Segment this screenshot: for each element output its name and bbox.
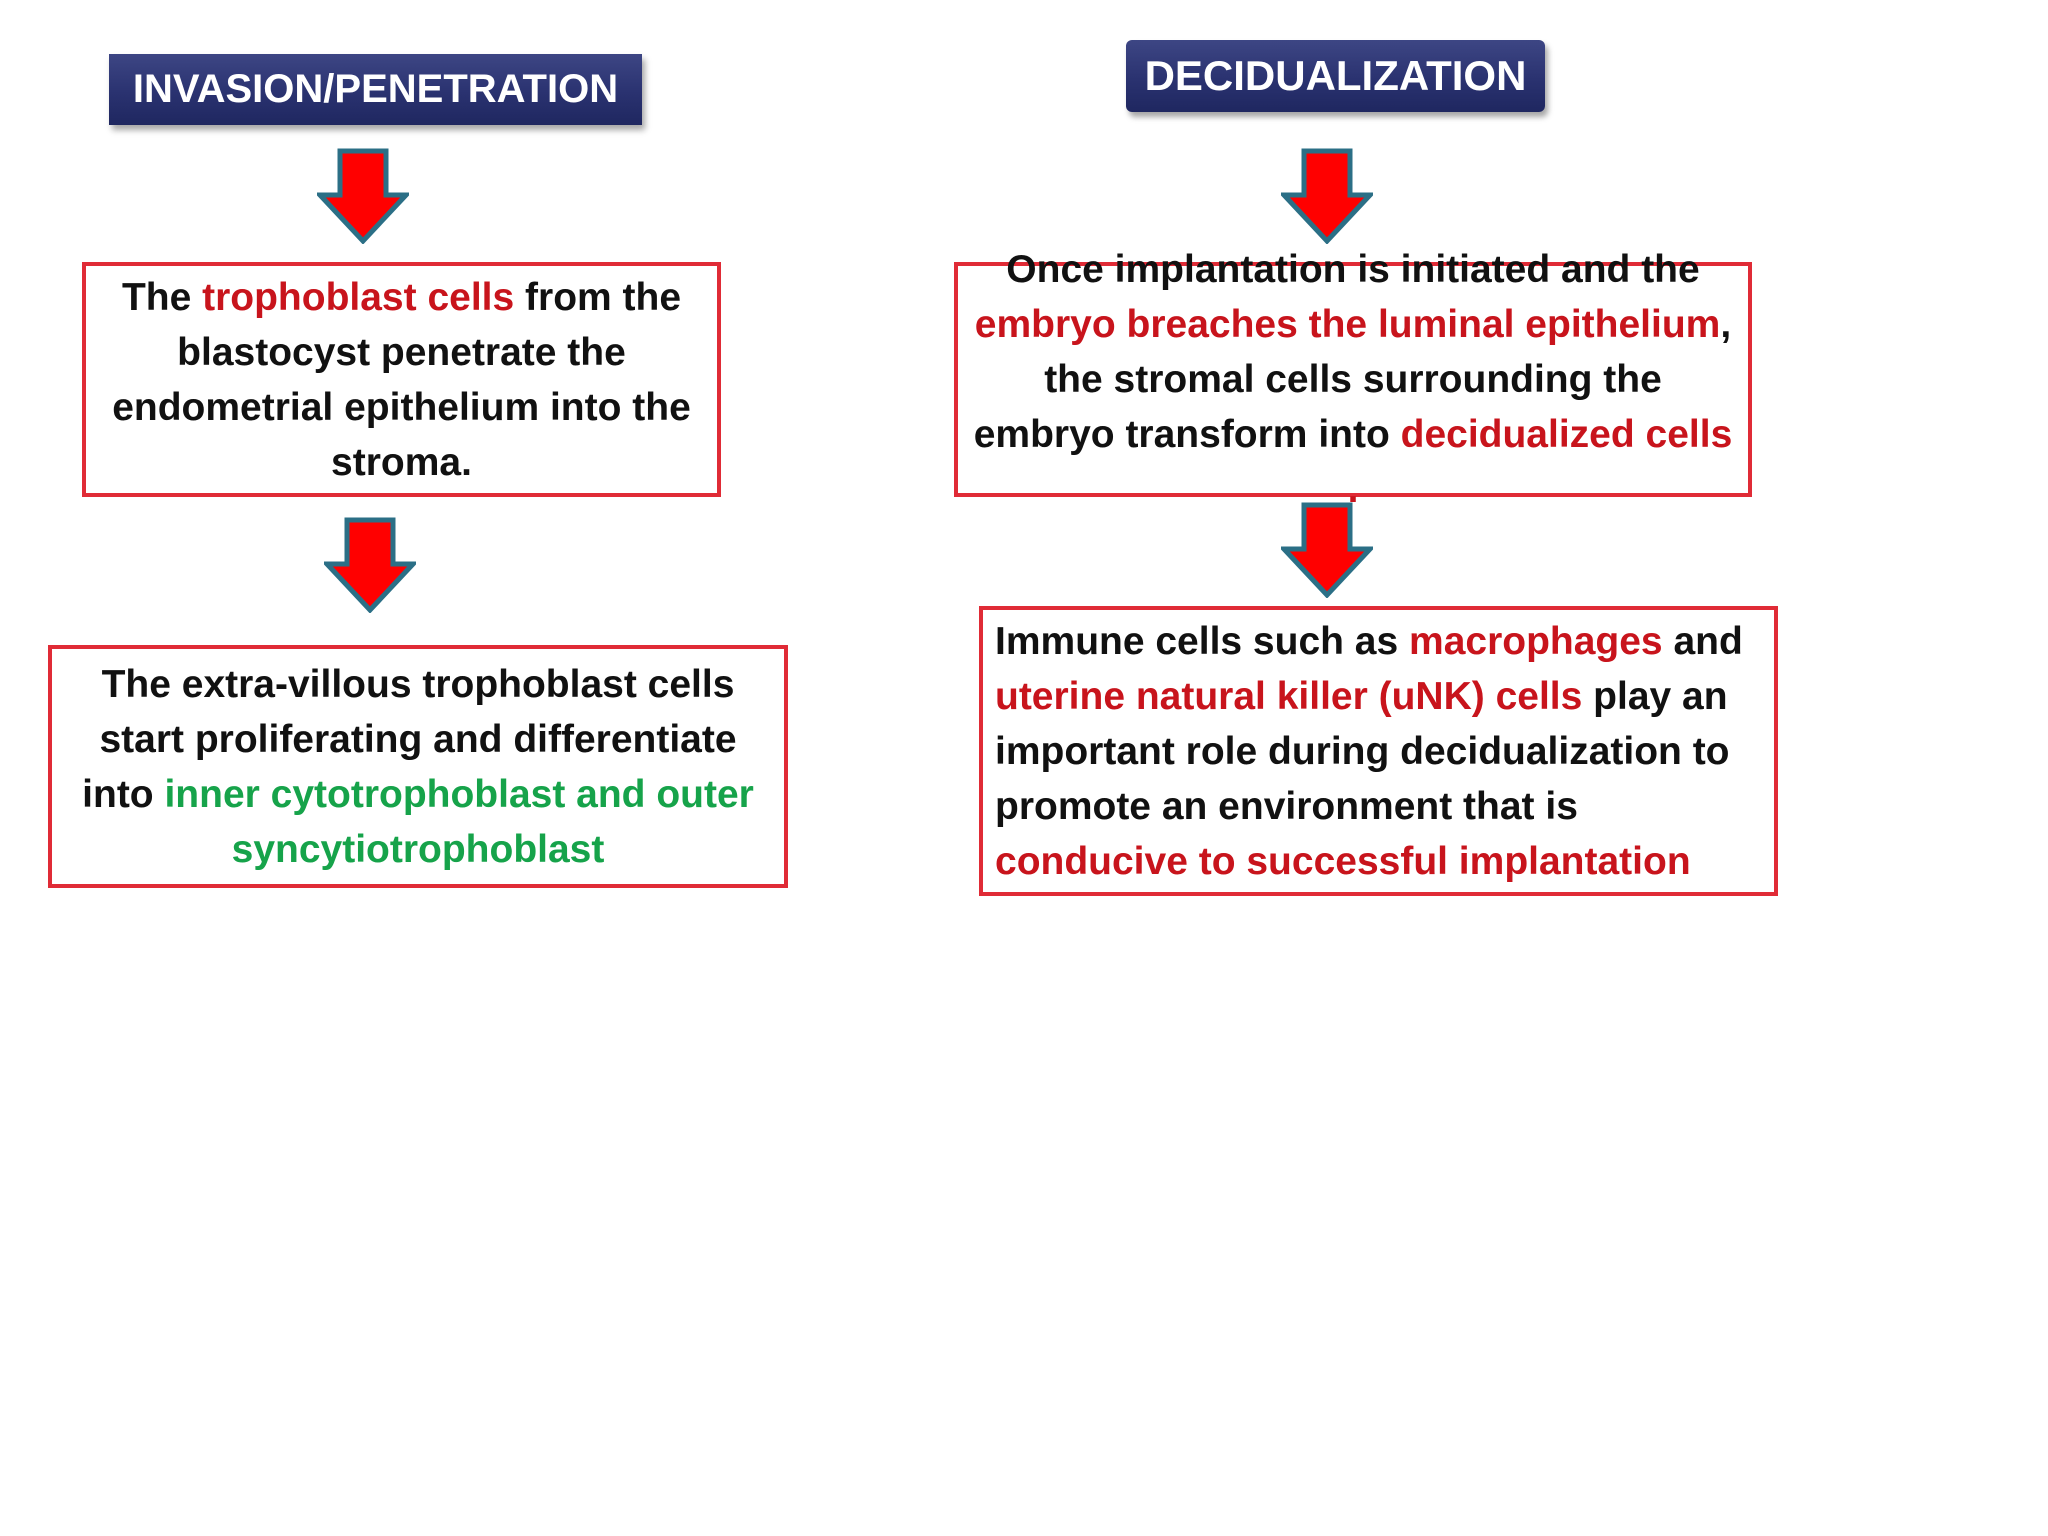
implantation-initiation-text: Once implantation is initiated and the e… — [973, 248, 1733, 511]
down-arrow-icon — [1281, 502, 1373, 598]
trophoblast-cells-highlight: trophoblast cells — [202, 275, 515, 319]
down-arrow-icon — [317, 148, 409, 244]
embryo-breaches-highlight: embryo breaches the luminal epithelium — [974, 303, 1721, 346]
macrophages-highlight: macrophages — [1409, 619, 1663, 663]
decidualization-header: DECIDUALIZATION — [1126, 40, 1545, 112]
trophoblast-penetration-text: The trophoblast cells from the blastocys… — [112, 275, 691, 484]
down-arrow-icon — [1281, 148, 1373, 244]
extravillous-differentiation-box: The extra-villous trophoblast cells star… — [48, 645, 788, 888]
invasion-penetration-header: INVASION/PENETRATION — [109, 54, 642, 125]
unk-cells-highlight: uterine natural killer (uNK) cells — [995, 674, 1583, 718]
immune-cells-box: Immune cells such as macrophages and ute… — [979, 606, 1778, 896]
implantation-initiation-box: Once implantation is initiated and the e… — [954, 248, 1752, 511]
conducive-implantation-highlight: conducive to successful implantation — [995, 839, 1691, 883]
down-arrow-icon — [324, 517, 416, 613]
cytotrophoblast-syncytiotrophoblast-highlight: inner cytotrophoblast and outer syncytio… — [164, 772, 754, 871]
immune-cells-text: Immune cells such as macrophages and ute… — [995, 619, 1743, 883]
extravillous-differentiation-text: The extra-villous trophoblast cells star… — [82, 662, 754, 871]
decidualized-cells-highlight: decidualized cells . — [1347, 413, 1733, 511]
trophoblast-penetration-box: The trophoblast cells from the blastocys… — [82, 262, 721, 497]
